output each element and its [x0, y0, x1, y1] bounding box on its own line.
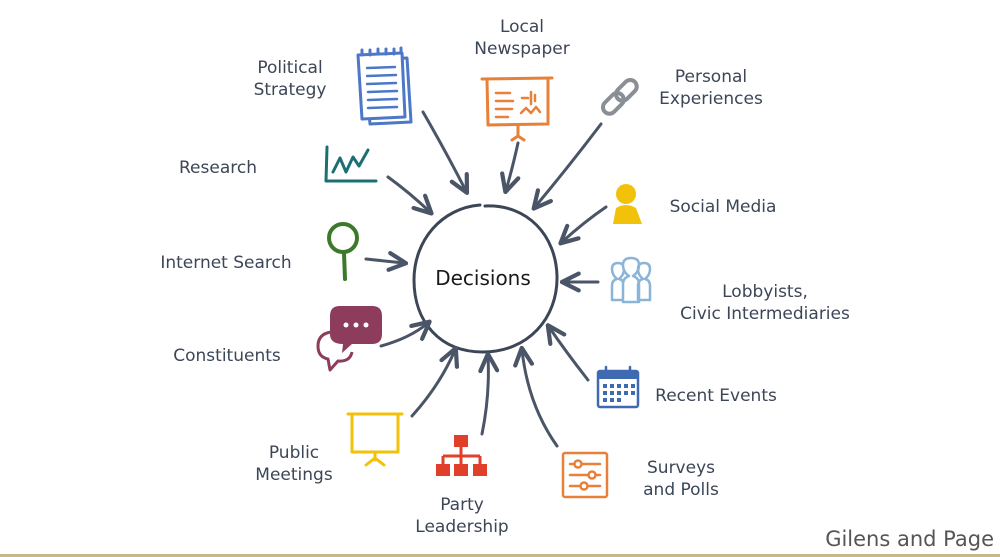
- label-public-meetings: Public Meetings: [255, 442, 332, 486]
- label-line: Recent Events: [655, 386, 777, 406]
- arrow-political-strategy: [421, 110, 470, 195]
- label-personal-experiences: Personal Experiences: [659, 66, 763, 110]
- presentation-board-icon: [480, 76, 554, 142]
- label-line: Civic Intermediaries: [680, 304, 850, 324]
- label-line: Experiences: [659, 89, 763, 109]
- label-recent-events: Recent Events: [655, 385, 777, 407]
- label-political-strategy: Political Strategy: [254, 57, 327, 101]
- label-line: Political: [257, 58, 323, 78]
- label-surveys-and-polls: Surveys and Polls: [643, 457, 719, 501]
- speech-bubbles-icon: [316, 306, 382, 372]
- source-credit: Gilens and Page: [825, 527, 994, 551]
- sliders-icon: [561, 451, 609, 499]
- label-social-media: Social Media: [670, 196, 777, 218]
- label-line: Social Media: [669, 197, 777, 217]
- arrow-surveys-and-polls: [513, 345, 559, 448]
- arrow-internet-search: [364, 251, 409, 272]
- group-icon: [610, 256, 652, 304]
- label-research: Research: [179, 157, 257, 179]
- arrow-research: [386, 175, 434, 216]
- label-line: Lobbyists,: [722, 282, 808, 302]
- label-line: Public: [268, 443, 320, 463]
- label-line: Strategy: [253, 80, 327, 100]
- label-line: Surveys: [647, 458, 715, 478]
- projector-screen-icon: [346, 412, 404, 467]
- arrow-party-leadership: [478, 351, 500, 436]
- label-line: Constituents: [173, 346, 281, 366]
- label-lobbyists: Lobbyists, Civic Intermediaries: [680, 281, 850, 325]
- arrow-social-media: [558, 205, 608, 246]
- label-line: Meetings: [255, 465, 333, 485]
- arrow-public-meetings: [410, 345, 460, 418]
- person-icon: [613, 184, 642, 224]
- bottom-rule: [0, 554, 1000, 557]
- notepad-icon: [356, 46, 413, 126]
- arrow-personal-experiences: [531, 122, 603, 211]
- arrow-local-newspaper: [500, 141, 521, 195]
- label-local-newspaper: Local Newspaper: [474, 16, 569, 60]
- decisions-label: Decisions: [435, 266, 531, 290]
- label-line: Leadership: [415, 517, 509, 537]
- arrow-constituents: [379, 319, 432, 348]
- label-line: Research: [179, 158, 257, 178]
- label-internet-search: Internet Search: [160, 252, 291, 274]
- arrow-recent-events: [545, 323, 590, 382]
- label-constituents: Constituents: [173, 345, 281, 367]
- label-party-leadership: Party Leadership: [415, 494, 508, 538]
- label-line: Newspaper: [474, 39, 570, 59]
- label-line: Internet Search: [160, 253, 292, 273]
- org-chart-icon: [436, 435, 487, 476]
- label-line: and Polls: [643, 480, 719, 500]
- arrows: [364, 110, 608, 448]
- label-line: Personal: [674, 67, 748, 87]
- label-line: Local: [499, 17, 545, 37]
- magnifier-icon: [327, 222, 359, 281]
- chain-link-icon: [600, 77, 639, 116]
- line-chart-icon: [324, 145, 378, 183]
- label-line: Party: [440, 495, 484, 515]
- calendar-icon: [596, 365, 640, 409]
